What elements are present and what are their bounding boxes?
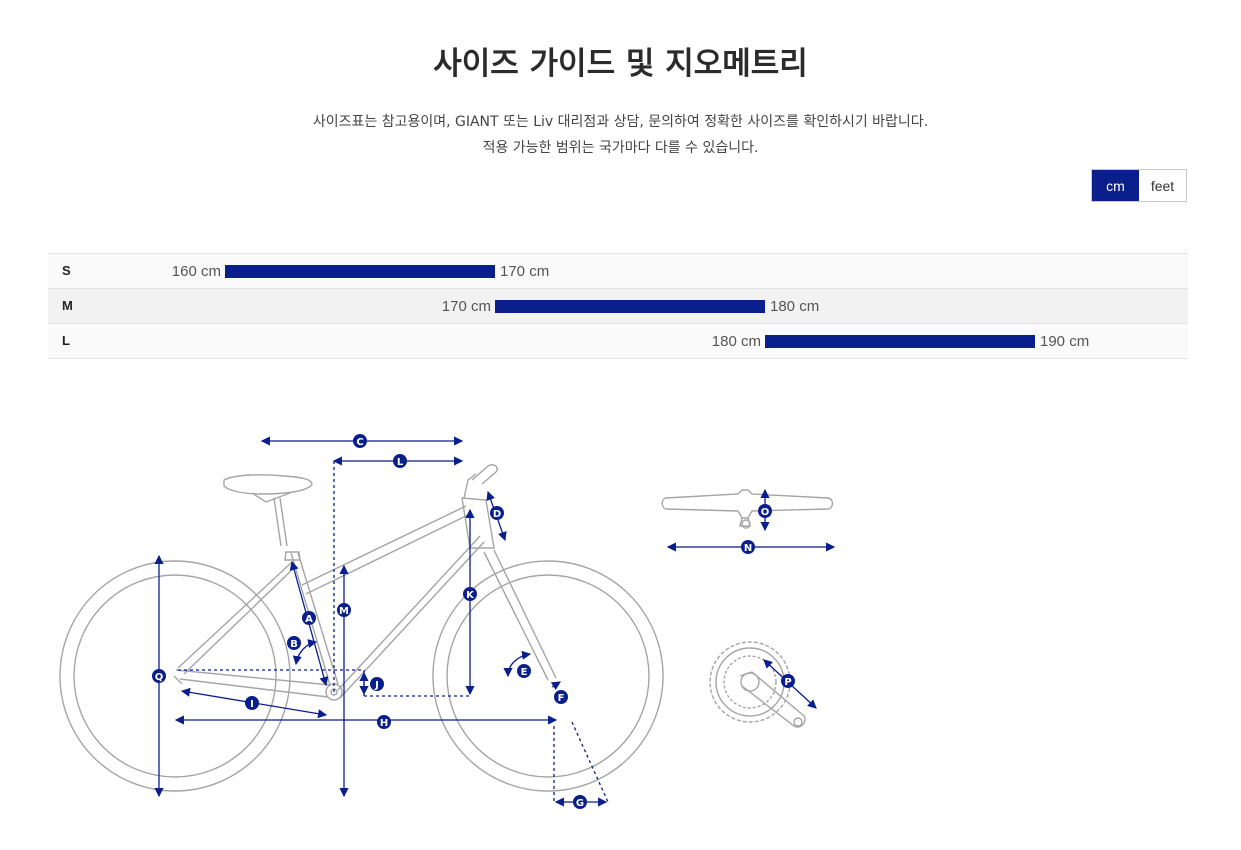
unit-feet-button[interactable]: feet <box>1139 170 1186 201</box>
size-chart: S 160 cm 170 cm M 170 cm 180 cm L 180 cm… <box>48 253 1188 359</box>
marker-e-label: E <box>521 667 528 678</box>
marker-c: C <box>353 434 367 448</box>
range-max-label: 170 cm <box>500 263 550 280</box>
measurement-lines <box>154 436 836 807</box>
marker-h: H <box>377 715 391 729</box>
marker-a-label: A <box>305 614 313 625</box>
range-bar <box>495 300 765 313</box>
marker-a: A <box>302 611 316 625</box>
geometry-diagram: A B C D E F G H I J K L M N O P Q <box>59 434 836 809</box>
marker-q-label: Q <box>155 672 164 683</box>
unit-cm-button[interactable]: cm <box>1092 170 1139 201</box>
marker-n-label: N <box>744 543 752 554</box>
range-max-label: 180 cm <box>770 298 820 315</box>
size-row-s: S 160 cm 170 cm <box>48 253 1188 288</box>
marker-n: N <box>741 540 755 554</box>
geometry-markers: A B C D E F G H I J K L M N O P Q <box>152 434 795 809</box>
description-line-2: 적용 가능한 범위는 국가마다 다를 수 있습니다. <box>482 140 759 156</box>
marker-f: F <box>554 690 568 704</box>
marker-e: E <box>517 664 531 678</box>
page-title: 사이즈 가이드 및 지오메트리 <box>433 46 808 82</box>
marker-o-label: O <box>761 507 770 518</box>
range-min-label: 160 cm <box>171 263 221 280</box>
marker-b: B <box>287 636 301 650</box>
marker-d: D <box>490 506 504 520</box>
marker-m: M <box>337 603 351 617</box>
marker-q: Q <box>152 669 166 683</box>
unit-toggle: cm feet <box>1091 169 1187 202</box>
marker-i: I <box>245 696 259 710</box>
marker-l-label: L <box>397 457 404 468</box>
marker-g: G <box>573 795 587 809</box>
marker-b-label: B <box>290 639 298 650</box>
marker-d-label: D <box>493 509 501 520</box>
size-label: S <box>62 263 71 278</box>
marker-j: J <box>370 677 384 691</box>
marker-g-label: G <box>576 798 584 809</box>
marker-p-label: P <box>784 677 791 688</box>
range-min-label: 170 cm <box>441 298 491 315</box>
marker-c-label: C <box>356 437 363 448</box>
marker-f-label: F <box>558 693 565 704</box>
marker-p: P <box>781 674 795 688</box>
size-label: L <box>62 333 70 348</box>
marker-k: K <box>463 587 477 601</box>
crankset-illustration <box>709 641 806 728</box>
marker-i-label: I <box>250 699 254 710</box>
size-row-m: M 170 cm 180 cm <box>48 288 1188 323</box>
size-label: M <box>62 298 73 313</box>
handlebar-illustration <box>661 489 834 529</box>
marker-j-label: J <box>374 680 379 691</box>
range-min-label: 180 cm <box>711 333 761 350</box>
range-bar <box>765 335 1035 348</box>
marker-k-label: K <box>466 590 475 601</box>
size-row-l: L 180 cm 190 cm <box>48 323 1188 359</box>
range-max-label: 190 cm <box>1040 333 1090 350</box>
bicycle-illustration <box>59 463 664 792</box>
description-line-1: 사이즈표는 참고용이며, GIANT 또는 Liv 대리점과 상담, 문의하여 … <box>312 114 929 130</box>
marker-o: O <box>758 504 772 518</box>
marker-l: L <box>393 454 407 468</box>
marker-h-label: H <box>380 718 388 729</box>
range-bar <box>225 265 495 278</box>
marker-m-label: M <box>339 606 349 617</box>
